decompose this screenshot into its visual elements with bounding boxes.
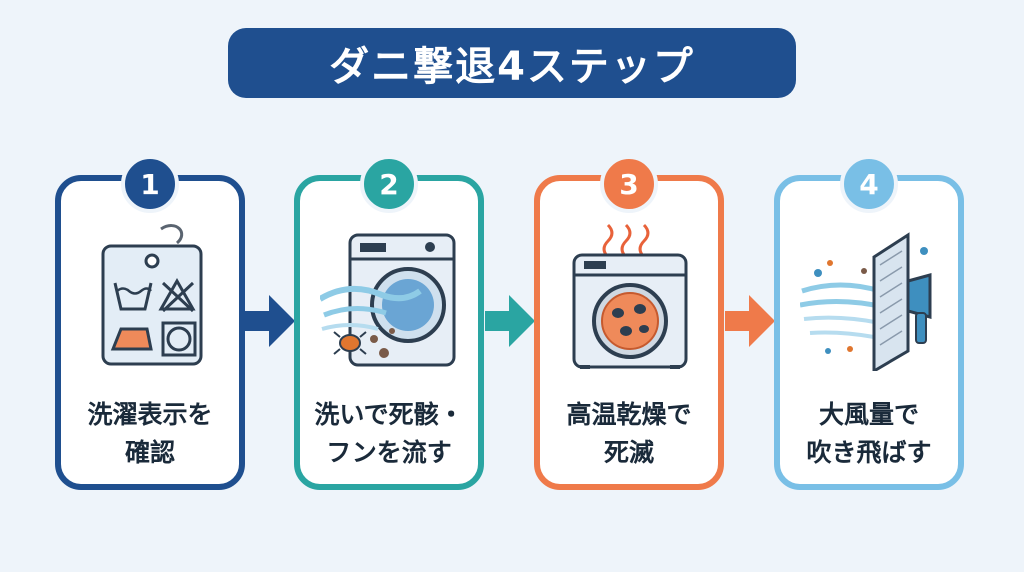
step-number-badge: 4 bbox=[840, 155, 898, 213]
dryer-icon bbox=[572, 223, 688, 369]
washing-machine-icon bbox=[320, 233, 456, 367]
step-label: 洗濯表示を 確認 bbox=[87, 400, 213, 467]
step-label: 大風量で 吹き飛ばす bbox=[806, 400, 932, 467]
step-number-badge: 2 bbox=[360, 155, 418, 213]
step-label: 高温乾燥で 死滅 bbox=[566, 400, 692, 467]
arrow-right-icon bbox=[485, 295, 535, 347]
step-card-4: 4 大風量で 吹き飛ばす bbox=[774, 155, 964, 490]
care-label-tag-icon bbox=[101, 224, 203, 366]
step-number-badge: 3 bbox=[600, 155, 658, 213]
step-card-1: 1 洗濯表示を 確認 bbox=[55, 155, 245, 490]
blower-filter-icon bbox=[800, 232, 932, 371]
step-card-2: 2 洗いで死骸・ フンを流す bbox=[294, 155, 484, 490]
step-label: 洗いで死骸・ フンを流す bbox=[314, 400, 464, 467]
page-title: ダニ撃退4ステップ bbox=[329, 44, 695, 90]
arrow-right-icon bbox=[725, 295, 775, 347]
title-banner: ダニ撃退4ステップ bbox=[228, 28, 796, 98]
step-card-3: 3 高温乾燥で 死滅 bbox=[534, 155, 724, 490]
step-number-badge: 1 bbox=[121, 155, 179, 213]
arrow-right-icon bbox=[245, 295, 295, 347]
